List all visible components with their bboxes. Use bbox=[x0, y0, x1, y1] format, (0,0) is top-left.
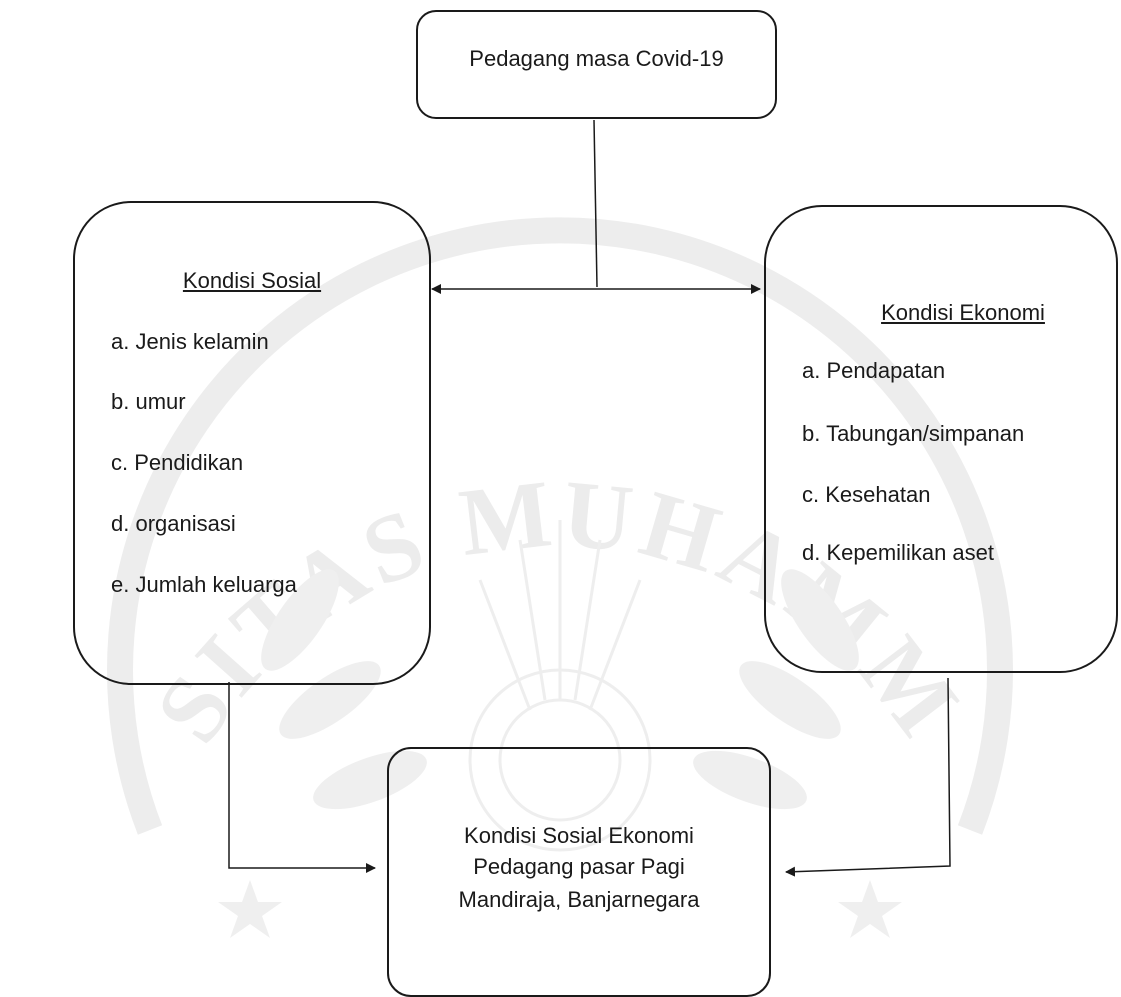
social-item: e. Jumlah keluarga bbox=[111, 572, 297, 597]
arrow-economic-to-result bbox=[785, 677, 951, 877]
social-conditions-box: Kondisi Sosial a. Jenis kelamin b. umur … bbox=[73, 201, 431, 685]
top-box-label: Pedagang masa Covid-19 bbox=[469, 46, 724, 71]
social-conditions-heading: Kondisi Sosial bbox=[182, 268, 322, 293]
economic-item: a. Pendapatan bbox=[802, 358, 946, 383]
result-line: Mandiraja, Banjarnegara bbox=[458, 887, 700, 912]
connector-top-down bbox=[593, 119, 598, 288]
result-line: Kondisi Sosial Ekonomi bbox=[464, 823, 694, 848]
result-line: Pedagang pasar Pagi bbox=[473, 854, 685, 879]
top-box: Pedagang masa Covid-19 bbox=[416, 10, 777, 119]
economic-conditions-heading: Kondisi Ekonomi bbox=[881, 300, 1045, 325]
social-item: b. umur bbox=[111, 389, 186, 414]
economic-item: c. Kesehatan bbox=[802, 482, 931, 507]
economic-item: d. Kepemilikan aset bbox=[802, 540, 994, 565]
social-item: d. organisasi bbox=[111, 511, 236, 536]
result-box: Kondisi Sosial Ekonomi Pedagang pasar Pa… bbox=[387, 747, 771, 997]
social-item: a. Jenis kelamin bbox=[111, 329, 269, 354]
economic-conditions-box: Kondisi Ekonomi a. Pendapatan b. Tabunga… bbox=[764, 205, 1118, 673]
arrow-social-to-result bbox=[228, 682, 376, 873]
social-item: c. Pendidikan bbox=[111, 450, 244, 475]
economic-item: b. Tabungan/simpanan bbox=[802, 421, 1025, 446]
